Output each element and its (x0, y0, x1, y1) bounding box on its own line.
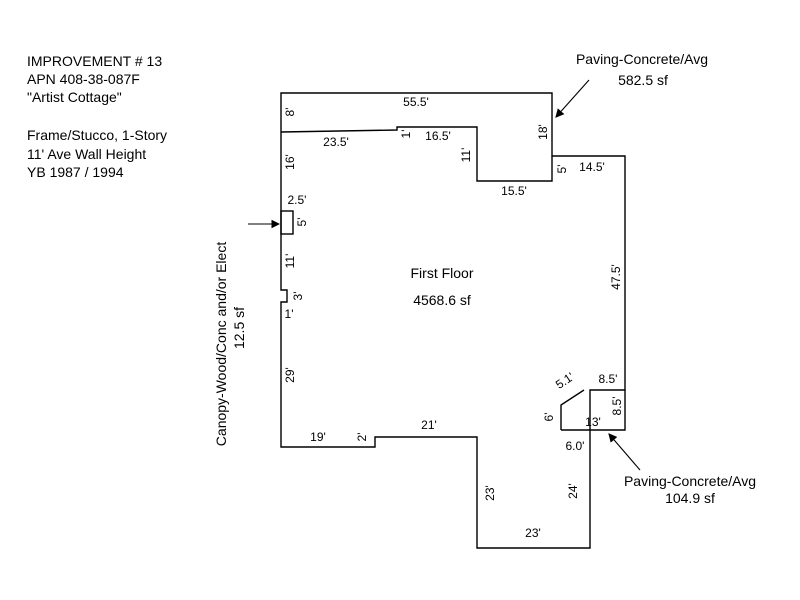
canopy-rect (280, 210, 294, 235)
main-area-size: 4568.6 sf (413, 292, 471, 308)
paving-top-area: 582.5 sf (618, 72, 668, 88)
dim-pave-6-0: 6.0' (566, 439, 585, 453)
top-notch-line (280, 126, 553, 182)
dim-notch-11: 11' (459, 148, 473, 163)
info-year-built: YB 1987 / 1994 (27, 164, 124, 180)
dim-bottom-2: 2' (355, 433, 369, 442)
dim-notch-16-5: 16.5' (425, 129, 451, 143)
info-construction: Frame/Stucco, 1-Story (27, 127, 167, 143)
dim-left-29: 29' (283, 367, 297, 383)
dim-notch-1: 1' (399, 130, 413, 139)
dim-bottom-19: 19' (310, 430, 326, 444)
dim-left-11: 11' (283, 254, 297, 269)
paving-bottom-title: Paving-Concrete/Avg (624, 473, 756, 489)
canopy-title: Canopy-Wood/Conc and/or Elect (213, 242, 229, 447)
paving-bottom-shape (560, 389, 626, 431)
info-block: IMPROVEMENT # 13 APN 408-38-087F "Artist… (27, 53, 167, 180)
dim-canopy-5: 5' (295, 218, 309, 227)
dim-left-8: 8' (283, 108, 297, 117)
dim-top: 55.5' (403, 95, 429, 109)
arrow-paving-bottom (608, 433, 641, 471)
dim-pave-6: 6' (542, 413, 556, 422)
building-outline (280, 92, 626, 549)
dim-canopy-2-5: 2.5' (288, 193, 307, 207)
dim-notch-23-5: 23.5' (323, 135, 349, 149)
paving-top-title: Paving-Concrete/Avg (576, 51, 708, 67)
dim-right-14-5: 14.5' (579, 160, 605, 174)
dim-bottom-21: 21' (421, 418, 437, 432)
dim-left-1: 1' (285, 307, 294, 321)
info-apn: APN 408-38-087F (27, 71, 140, 87)
dim-pave-8-5-top: 8.5' (599, 372, 618, 386)
info-name: "Artist Cottage" (27, 89, 122, 105)
callout-paving-bottom: Paving-Concrete/Avg 104.9 sf (624, 473, 756, 506)
dim-notch-15-5: 15.5' (501, 184, 527, 198)
canopy-area: 12.5 sf (231, 307, 247, 349)
arrow-paving-top (555, 79, 590, 118)
callout-paving-top: Paving-Concrete/Avg 582.5 sf (576, 51, 708, 88)
dim-bottom-23-left: 23' (483, 485, 497, 501)
dim-right-5: 5' (555, 165, 569, 174)
dim-bottom-24: 24' (566, 483, 580, 499)
callout-canopy: Canopy-Wood/Conc and/or Elect 12.5 sf (213, 242, 247, 447)
info-wall-height: 11' Ave Wall Height (27, 146, 146, 162)
dim-pave-8-5-side: 8.5' (610, 397, 624, 416)
dim-right-47-5: 47.5' (609, 264, 623, 290)
dim-pave-13: 13' (585, 415, 601, 429)
dim-bottom-23: 23' (525, 526, 541, 540)
info-improvement: IMPROVEMENT # 13 (27, 53, 162, 69)
dim-left-3: 3' (291, 292, 305, 301)
dim-left-16: 16' (283, 154, 297, 170)
dim-right-18: 18' (536, 124, 550, 140)
main-area-label: First Floor (411, 265, 474, 281)
dim-pave-5-1: 5.1' (553, 370, 577, 392)
paving-bottom-area: 104.9 sf (665, 490, 715, 506)
